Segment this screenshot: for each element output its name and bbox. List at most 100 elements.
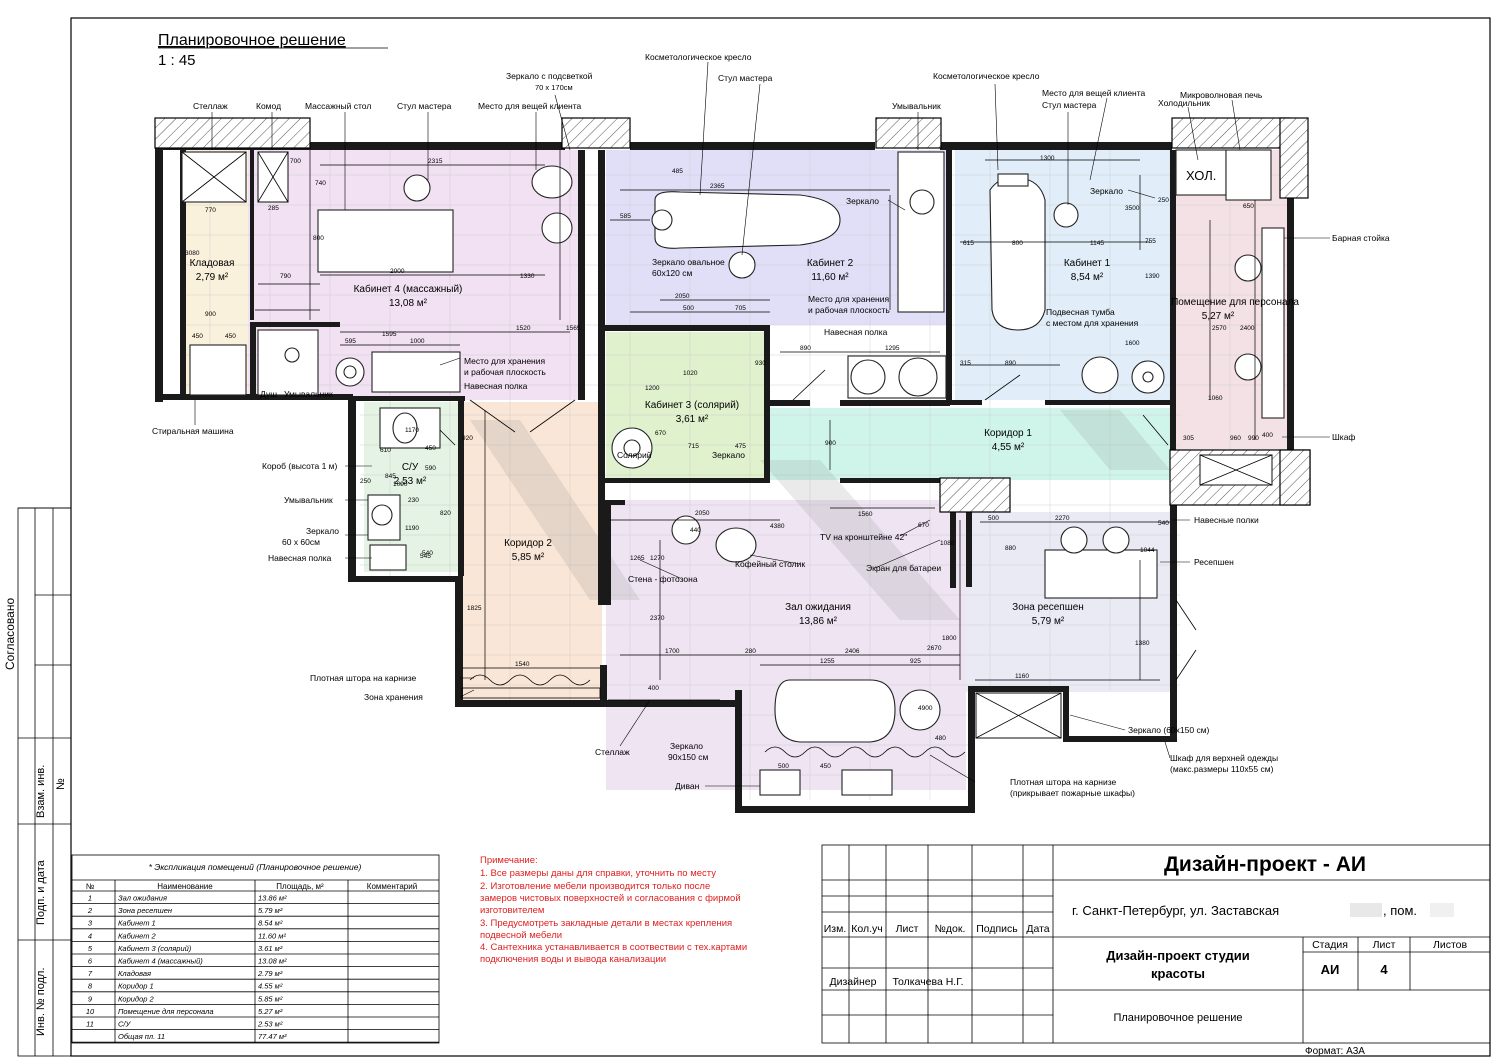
dim: 315 (960, 360, 971, 367)
dim: 820 (440, 510, 451, 517)
label-navesnaya-k4: Навесная полка (464, 381, 528, 391)
explication-cell: Кабинет 1 (118, 919, 156, 928)
room-name-su: С/У (402, 462, 419, 473)
furniture (181, 149, 1285, 796)
dim: 585 (620, 213, 631, 220)
side-vzam-no: № (55, 778, 67, 790)
dim: 450 (425, 445, 436, 452)
explication-cell: 2.53 м² (257, 1020, 283, 1029)
side-inv: Инв. № подл. (35, 967, 47, 1036)
explication-cell: 2 (87, 906, 93, 915)
side-podp: Подп. и дата (35, 859, 47, 925)
label-zerkalo-ovalnoe: Зеркало овальное (652, 257, 725, 267)
explication-cell: 13.86 м² (258, 894, 287, 903)
explication-cell: 4 (88, 931, 92, 940)
label-zerkalo-zal: Зеркало (670, 741, 703, 751)
label-mesto-veshchey-2: Место для вещей клиента (1042, 88, 1146, 98)
dim: 2000 (390, 268, 405, 275)
label-zerkalo-podsvetka: Зеркало с подсветкой (506, 71, 593, 81)
room-area-su: 2,53 м² (394, 476, 427, 487)
dim: 1595 (382, 331, 397, 338)
room-area-zal: 13,86 м² (799, 616, 838, 627)
label-mesto-hraneniya-k2-1: Место для хранения (808, 294, 889, 304)
dim: 1090 (393, 481, 408, 488)
room-area-kab4: 13,08 м² (389, 298, 428, 309)
stamp-format: Формат: А3А (1305, 1046, 1365, 1057)
explication-cell: 11.60 м² (258, 931, 286, 940)
dim: 1160 (1015, 673, 1029, 680)
side-strip: Согласовано Взам. инв. № Подп. и дата Ин… (3, 507, 72, 1057)
room-area-resepshn: 5,79 м² (1032, 616, 1065, 627)
dim: 2315 (428, 158, 443, 165)
label-tumba-2: с местом для хранения (1046, 318, 1139, 328)
explication-cell: 8 (88, 982, 93, 991)
explication-cell: 4.55 м² (258, 982, 283, 991)
label-kofeyniy: Кофейный столик (735, 559, 805, 569)
dimension-lines (255, 150, 1256, 681)
stamp-project: Дизайн-проект - АИ (1164, 853, 1366, 876)
stamp-col-koluch: Кол.уч (851, 923, 883, 935)
explication-cell: Кабинет 2 (118, 931, 157, 940)
label-zerkalo-podsvetka-size: 70 х 170см (535, 83, 573, 92)
dimension-numbers: 2315 700 740 800 2000 1330 790 770 900 3… (185, 155, 1273, 770)
explication-cell: Коридор 1 (118, 982, 154, 991)
dim: 1295 (885, 345, 900, 352)
dim: 400 (648, 685, 659, 692)
dim: 450 (225, 333, 236, 340)
dim: 2406 (845, 648, 860, 655)
dim: 2570 (1212, 325, 1227, 332)
room-name-kab2: Кабинет 2 (807, 257, 854, 269)
label-umyvalnik-k4: Умывальник (284, 389, 333, 399)
dim: 715 (688, 443, 699, 450)
explication-cell: Помещение для персонала (118, 1007, 214, 1016)
room-area-kor1: 4,55 м² (992, 442, 1025, 453)
label-zerkalo-su: Зеркало (306, 526, 339, 536)
stamp-address: г. Санкт-Петербург, ул. Заставская (1072, 903, 1279, 918)
dim: 845 (385, 473, 396, 480)
plan-scale: 1 : 45 (158, 52, 196, 69)
label-zerkalo-ovalnoe-size: 60х120 см (652, 268, 692, 278)
room-area-kab2: 11,60 м² (811, 272, 849, 283)
label-shkaf-odezhda-1: Шкаф для верхней одежды (1170, 753, 1278, 763)
explication-header-no: № (86, 882, 95, 891)
stamp-col-data: Дата (1026, 923, 1049, 935)
explication-cell: 5.85 м² (258, 994, 283, 1003)
label-stul-mastera-1: Стул мастера (397, 101, 452, 111)
stamp-address-redaction (1350, 903, 1382, 917)
dim: 480 (935, 735, 946, 742)
label-zerkalo-res: Зеркало (60х150 см) (1128, 725, 1210, 735)
label-kosmet-kreslo-2: Косметологическое кресло (933, 71, 1040, 81)
explication-cell: 5.79 м² (258, 906, 283, 915)
label-komod: Комод (256, 101, 281, 111)
dim: 250 (1158, 197, 1169, 204)
label-stellazh-bottom: Стеллаж (595, 747, 630, 757)
stamp-sheets-label: Листов (1433, 939, 1468, 951)
dim: 960 (1230, 435, 1241, 442)
dim: 1265 (630, 555, 645, 562)
label-stul-mastera-2: Стул мастера (718, 73, 773, 83)
dim: 2400 (1240, 325, 1255, 332)
notes-line: 1. Все размеры даны для справки, уточнит… (480, 868, 716, 879)
label-mesto-hraneniya-k2-2: и рабочая плоскость (808, 305, 890, 315)
label-umyvalnik-su: Умывальник (284, 495, 333, 505)
callout-labels: Стеллаж Комод Массажный стол Стул мастер… (152, 52, 1390, 798)
dim: 2670 (927, 645, 942, 652)
label-zerkalo-su-size: 60 х 60см (282, 537, 320, 547)
room-area-kladovaya: 2,79 м² (196, 272, 229, 283)
room-name-kor1: Коридор 1 (984, 428, 1032, 439)
dim: 1300 (1040, 155, 1055, 162)
stamp-col-ndok: №док. (935, 923, 966, 935)
room-name-personal: Помещение для персонала (1171, 297, 1299, 308)
dim: 1200 (645, 385, 660, 392)
dim: 1044 (1140, 547, 1155, 554)
dim: 285 (268, 205, 279, 212)
dim: 1020 (683, 370, 698, 377)
dim: 670 (918, 522, 929, 529)
dim: 545 (420, 553, 431, 560)
room-name-kab4: Кабинет 4 (массажный) (354, 283, 463, 295)
dim: 1000 (410, 338, 425, 345)
dim: 920 (462, 435, 473, 442)
label-ekran: Экран для батареи (866, 563, 941, 573)
label-dush: Душ (260, 389, 277, 399)
room-labels: Кабинет 4 (массажный) 13,08 м² Кладовая … (190, 257, 1300, 627)
